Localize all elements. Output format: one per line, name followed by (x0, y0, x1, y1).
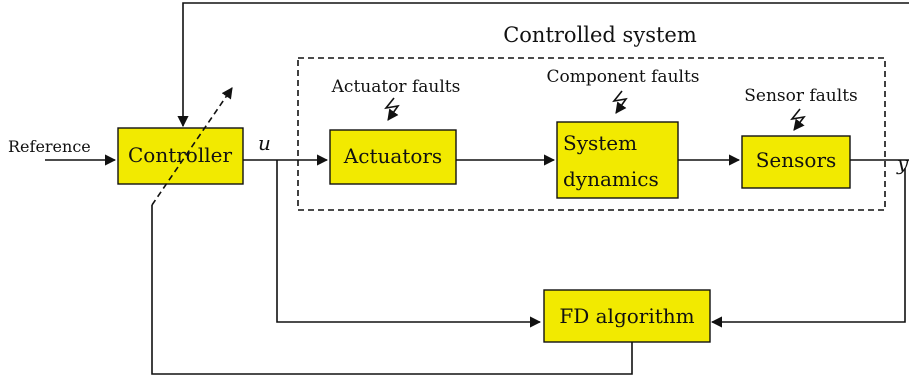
fd-algorithm-label: FD algorithm (559, 304, 694, 328)
component-fault-lightning-icon (612, 90, 628, 114)
system-dynamics-block: System dynamics (556, 121, 679, 199)
actuators-label: Actuators (343, 144, 442, 168)
sensor-faults-label: Sensor faults (744, 86, 858, 106)
y-label: y (896, 151, 909, 175)
fd-algorithm-block: FD algorithm (543, 289, 711, 343)
u-to-fd-arrow (276, 160, 542, 328)
top-feedback-line (177, 2, 909, 128)
y-to-fd-arrow (710, 168, 906, 328)
component-faults-label: Component faults (546, 67, 699, 87)
system-dynamics-label-line1: System (563, 131, 637, 155)
actuator-faults-label: Actuator faults (331, 77, 461, 97)
controller-block: Controller (117, 127, 244, 185)
system-dynamics-label-line2: dynamics (563, 167, 659, 191)
sensors-block: Sensors (741, 135, 851, 189)
actuator-fault-lightning-icon (384, 97, 400, 121)
reconfiguration-arrow (151, 87, 233, 206)
u-label: u (258, 131, 271, 155)
sensor-fault-lightning-icon (790, 108, 806, 131)
actuators-block: Actuators (329, 129, 457, 185)
reference-label: Reference (8, 137, 91, 156)
controlled-system-label: Controlled system (503, 23, 697, 47)
controlled-system-boundary (297, 57, 886, 211)
sensors-label: Sensors (756, 148, 837, 172)
fd-to-controller-line (151, 205, 633, 375)
